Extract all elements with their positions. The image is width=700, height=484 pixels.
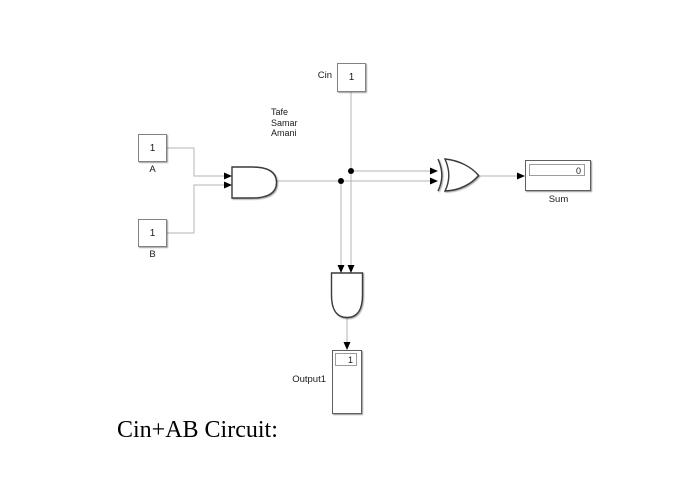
display-block-sum[interactable]: 0 — [525, 160, 591, 191]
block-label-a: A — [149, 164, 156, 175]
constant-block-cin[interactable]: 1 — [337, 63, 366, 92]
constant-b-value: 1 — [149, 227, 156, 239]
output1-display-value: 1 — [335, 353, 357, 366]
arrowhead-and2-input-1 — [337, 265, 345, 273]
arrowhead-and2-input-2 — [347, 265, 355, 273]
arrowhead-and-input-2 — [224, 181, 232, 189]
and-gate[interactable] — [231, 166, 278, 199]
circuit-caption: Cin+AB Circuit: — [117, 417, 278, 443]
display-block-output1[interactable]: 1 — [332, 350, 362, 414]
arrowhead-and-input-1 — [224, 172, 232, 180]
annotation-line-3: Amani — [271, 128, 297, 138]
block-label-sum: Sum — [548, 194, 569, 205]
constant-cin-value: 1 — [348, 72, 355, 83]
xor-gate-input-arc — [437, 158, 443, 192]
model-annotation: Tafe Samar Amani — [271, 107, 298, 139]
constant-a-value: 1 — [149, 142, 156, 154]
block-label-b: B — [149, 249, 156, 260]
wire-a-to-and[interactable] — [167, 147, 225, 177]
annotation-line-2: Samar — [271, 117, 298, 128]
constant-block-b[interactable]: 1 — [138, 219, 167, 247]
arrowhead-sum-input — [517, 172, 525, 180]
block-label-output1: Output1 — [292, 374, 326, 385]
arrowhead-output1-input — [343, 342, 351, 350]
junction-dot-cin — [348, 168, 354, 174]
wire-b-to-and[interactable] — [167, 184, 225, 234]
block-label-cin: Cin — [317, 70, 332, 81]
and-gate-2[interactable] — [330, 272, 364, 319]
annotation-line-1: Tafe — [271, 107, 289, 117]
arrowhead-xor-input-2 — [430, 177, 438, 185]
xor-gate[interactable] — [443, 158, 480, 192]
sum-display-value: 0 — [529, 164, 585, 176]
constant-block-a[interactable]: 1 — [138, 134, 167, 162]
arrowhead-xor-input-1 — [430, 167, 438, 175]
junction-dot-and-out — [338, 178, 344, 184]
